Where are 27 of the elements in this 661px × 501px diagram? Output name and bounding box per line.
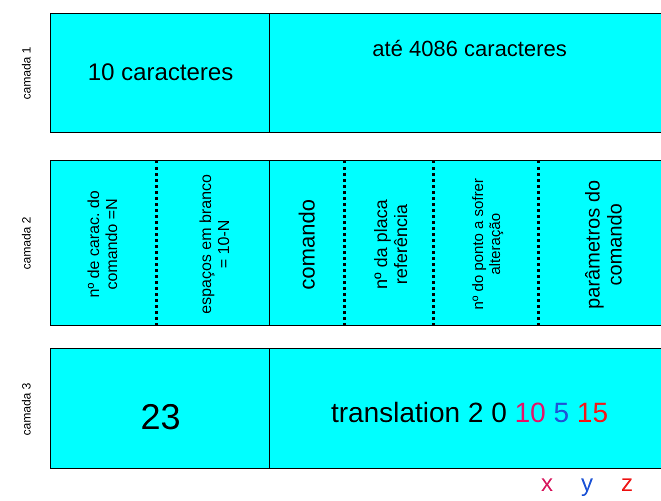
field-description: espaços em branco = 10-N <box>198 173 234 316</box>
field-description: comando <box>295 198 320 292</box>
command-value: 15 <box>576 396 608 428</box>
field-cell <box>269 348 661 469</box>
command-value: translation 2 0 <box>330 396 507 428</box>
field-cell <box>537 160 661 326</box>
field-description: 23 <box>140 396 181 436</box>
axis-label: z <box>621 470 633 498</box>
command-value: 10 <box>514 396 546 428</box>
command-value: 5 <box>554 396 570 428</box>
axis-label: x <box>541 470 553 498</box>
field-cell <box>269 160 344 326</box>
layer-label: camada 3 <box>18 382 33 436</box>
field-cell <box>50 160 156 326</box>
axis-label: y <box>581 470 593 498</box>
layer-label: camada 2 <box>18 216 33 270</box>
field-cell <box>269 13 661 133</box>
field-description: nº do ponto a sofrer alteração <box>471 177 505 312</box>
field-description: parâmetros do comando <box>582 178 628 310</box>
field-description: até 4086 caracteres <box>372 36 567 61</box>
field-description: nº de carac. do comando =N <box>86 189 122 300</box>
field-description: nº da placa referência <box>370 198 412 291</box>
field-description: 10 caracteres <box>88 59 234 86</box>
field-cell <box>50 348 270 469</box>
field-cell <box>50 13 270 133</box>
layer-label: camada 1 <box>18 46 33 100</box>
field-cell <box>155 160 270 326</box>
